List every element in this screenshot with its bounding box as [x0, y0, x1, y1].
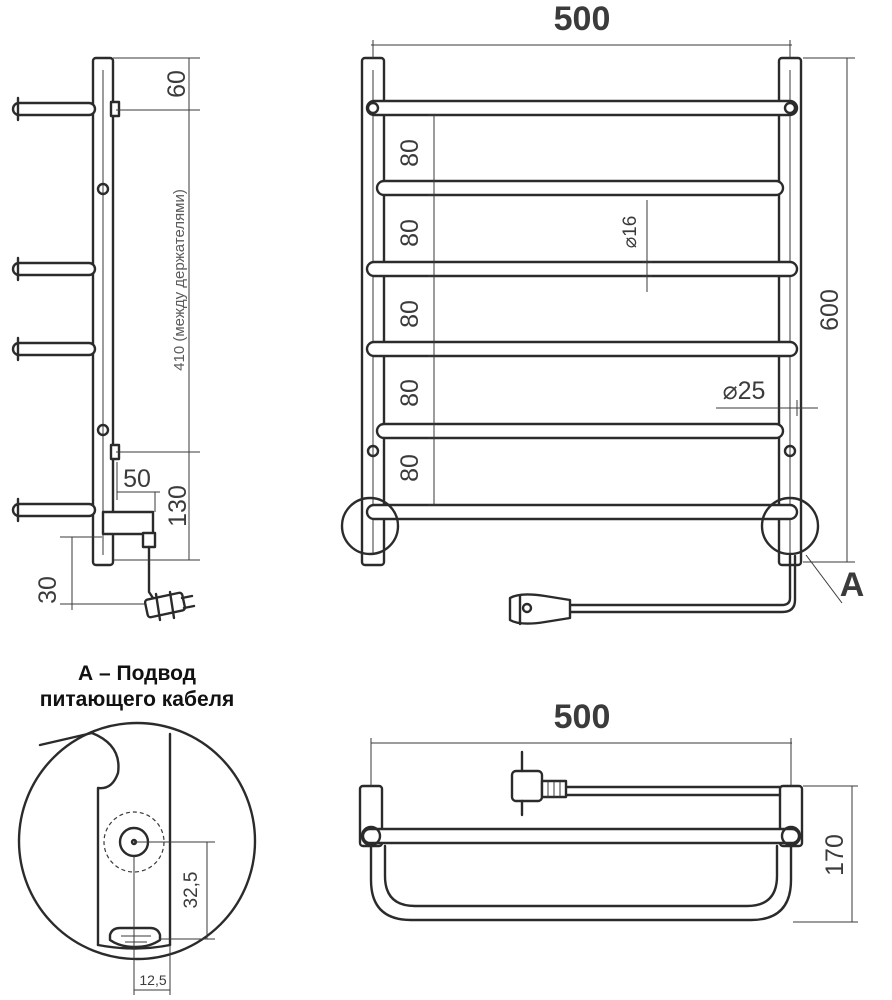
dim-plug-drop: 30 [34, 576, 62, 604]
detail-title-line2: питающего кабеля [40, 688, 234, 711]
detail-a [17, 721, 257, 995]
dim-detail-height: 32,5 [181, 872, 202, 909]
front-view-plug [508, 593, 572, 626]
detail-marker-a: A [840, 566, 865, 604]
side-view-bars [11, 96, 97, 523]
dim-detail-width: 12,5 [139, 972, 166, 988]
dim-diam-small: ⌀16 [620, 216, 641, 249]
side-view [11, 56, 200, 622]
top-view-plug [510, 750, 568, 817]
front-view-bars [365, 99, 799, 521]
dim-gap-top: 60 [163, 70, 191, 98]
dim-spacing-1: 80 [396, 139, 424, 167]
top-view [358, 738, 858, 923]
front-view [340, 40, 855, 626]
dim-holder-offset: 50 [123, 465, 151, 493]
detail-circle [17, 721, 257, 961]
dim-between-holders: 410 (между держателями) [171, 189, 188, 371]
dim-bottom-offset: 130 [164, 485, 192, 527]
dim-depth: 170 [821, 834, 849, 876]
side-view-heater [101, 510, 155, 536]
dim-height-total: 600 [816, 289, 844, 331]
dim-spacing-2: 80 [396, 219, 424, 247]
dim-top-width: 500 [554, 698, 611, 736]
side-view-plug [143, 590, 196, 622]
dim-front-width: 500 [554, 0, 611, 38]
detail-title-line1: А – Подвод [78, 662, 196, 685]
dim-spacing-4: 80 [396, 379, 424, 407]
dim-spacing-5: 80 [396, 454, 424, 482]
dim-spacing-3: 80 [396, 300, 424, 328]
dim-diam-large: ⌀25 [723, 377, 766, 405]
